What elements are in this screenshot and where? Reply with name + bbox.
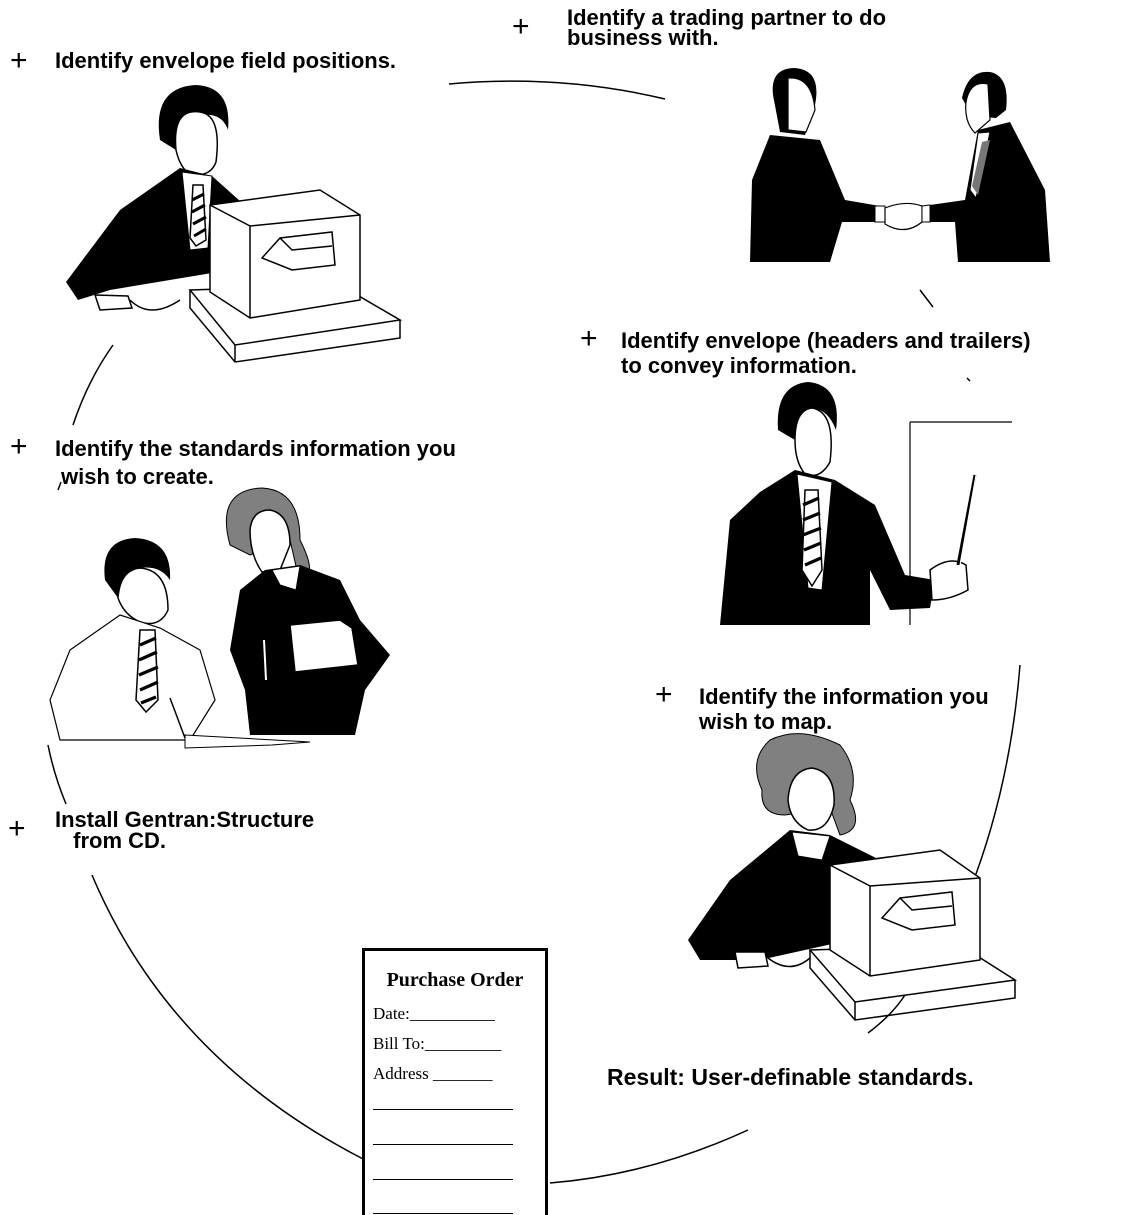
step-label-line2: wish to map. bbox=[699, 709, 833, 734]
arc-right-tick bbox=[966, 377, 971, 382]
result-label: Result: User-definable standards. bbox=[607, 1064, 974, 1090]
arc-top bbox=[448, 80, 666, 100]
step-label-line2: from CD. bbox=[67, 828, 166, 853]
cycle-arcs bbox=[47, 80, 1021, 1184]
arc-left-tick bbox=[57, 481, 62, 491]
purchase-order-title: Purchase Order bbox=[386, 969, 524, 991]
step-label-line1: Identify the information you bbox=[699, 684, 989, 709]
plus-icon: + bbox=[10, 44, 28, 77]
step-label-line2: business with. bbox=[567, 25, 719, 50]
step-label-line2: to convey information. bbox=[621, 353, 857, 378]
arc-right-top bbox=[919, 289, 934, 308]
po-date-field: Date:__________ bbox=[373, 1004, 495, 1023]
arc-left-bottom bbox=[91, 874, 366, 1161]
po-blank-line bbox=[373, 1109, 513, 1110]
step-identify-envelope: + Identify envelope (headers and trailer… bbox=[580, 322, 1031, 378]
woman-at-computer-illustration bbox=[688, 733, 1018, 1021]
plus-icon: + bbox=[512, 10, 530, 43]
colleagues-discussion-illustration bbox=[49, 487, 390, 749]
step-label-line2: wish to create. bbox=[61, 464, 214, 489]
purchase-order-document: Purchase Order Date:__________ Bill To:_… bbox=[362, 948, 548, 1215]
man-at-computer-illustration bbox=[66, 85, 403, 363]
plus-icon: + bbox=[8, 812, 26, 845]
arc-right-bottom bbox=[867, 994, 906, 1034]
po-address-field: Address _______ bbox=[373, 1064, 493, 1083]
po-blank-line bbox=[373, 1213, 513, 1214]
step-label-line1: Install Gentran:Structure bbox=[55, 807, 315, 832]
presenter-illustration bbox=[720, 382, 1012, 625]
step-label-line1: Identify a trading partner to do bbox=[567, 5, 887, 30]
step-install-gentran: + Install Gentran:Structure from CD. bbox=[8, 807, 315, 853]
step-identify-field-positions: + Identify envelope field positions. bbox=[10, 44, 397, 77]
po-bill-to-field: Bill To:_________ bbox=[373, 1034, 502, 1053]
plus-icon: + bbox=[10, 430, 28, 463]
handshake-illustration bbox=[750, 68, 1050, 262]
arc-left-top bbox=[72, 344, 114, 426]
arc-right bbox=[967, 664, 1021, 896]
po-blank-line bbox=[373, 1179, 513, 1180]
po-blank-line bbox=[373, 1144, 513, 1145]
step-identify-map-info: + Identify the information you wish to m… bbox=[655, 678, 989, 734]
step-label: Identify envelope field positions. bbox=[55, 48, 397, 73]
step-label-line1: Identify envelope (headers and trailers) bbox=[621, 328, 1031, 353]
step-label-line1: Identify the standards information you bbox=[55, 436, 456, 461]
step-identify-standards: + Identify the standards information you… bbox=[10, 430, 456, 492]
arc-left-mid bbox=[47, 744, 67, 805]
step-identify-trading-partner: + Identify a trading partner to do busin… bbox=[512, 5, 887, 50]
plus-icon: + bbox=[655, 678, 673, 711]
arc-bottom-right bbox=[549, 1129, 749, 1184]
plus-icon: + bbox=[580, 322, 598, 355]
